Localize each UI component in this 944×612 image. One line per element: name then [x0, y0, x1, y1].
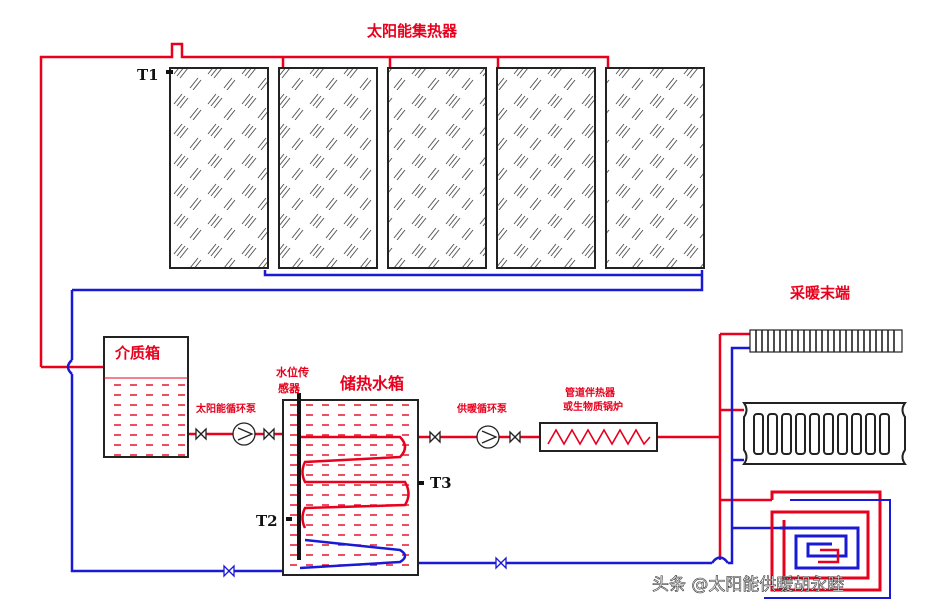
level-sensor-label: 水位传 [276, 365, 309, 379]
solar-collector-panel [387, 67, 487, 269]
heating-end-label: 采暖末端 [789, 284, 850, 302]
solar-collector-panel [169, 67, 269, 269]
column-radiator [742, 402, 907, 465]
valve-icon [263, 427, 275, 441]
sensor-t2-label: T2 [256, 512, 278, 530]
heating-pump-label: 供暖循环泵 [456, 402, 508, 415]
water-level-sensor [297, 393, 301, 560]
solar-collector-panel [278, 67, 378, 269]
valve-icon [509, 430, 521, 444]
storage-tank-label: 储热水箱 [339, 374, 404, 393]
sensor-t1-marker [166, 70, 173, 74]
heat-exchange-coil-return [299, 538, 407, 570]
solar-collector-panel [605, 67, 705, 269]
heating-pump-assembly [429, 425, 521, 449]
sensor-t3-label: T3 [430, 474, 452, 492]
sensor-t1-label: T1 [137, 66, 159, 84]
pipe-crossover [710, 556, 730, 564]
floor-heating-coil [764, 490, 891, 599]
watermark: 头条 @太阳能供暖胡永睦 [652, 575, 844, 595]
heater-coil-icon [547, 428, 651, 446]
pipe-crossover [66, 359, 73, 375]
valve-icon [495, 556, 507, 570]
storage-tank [282, 393, 424, 576]
medium-tank [103, 336, 189, 458]
collector-title: 太阳能集热器 [367, 22, 458, 40]
aux-heater-label: 管道伴热器 [565, 386, 616, 399]
medium-tank-label: 介质箱 [114, 344, 160, 362]
cold-pipe-network [70, 270, 780, 573]
aux-heater-label-2: 或生物质锅炉 [563, 400, 623, 413]
solar-pump-assembly [195, 422, 275, 446]
valve-icon [223, 564, 235, 578]
valve-icon [195, 427, 207, 441]
heat-exchange-coil [300, 435, 410, 529]
sensor-t3-marker [418, 481, 424, 485]
sensor-t2-marker [286, 517, 292, 521]
solar-collector-array [169, 67, 705, 269]
solar-collector-panel [496, 67, 596, 269]
auxiliary-heater [539, 422, 658, 452]
level-sensor-label-2: 感器 [278, 381, 301, 395]
fin-tube-radiator [749, 329, 903, 353]
solar-pump-label: 太阳能循环泵 [195, 402, 257, 415]
valve-icon [429, 430, 441, 444]
